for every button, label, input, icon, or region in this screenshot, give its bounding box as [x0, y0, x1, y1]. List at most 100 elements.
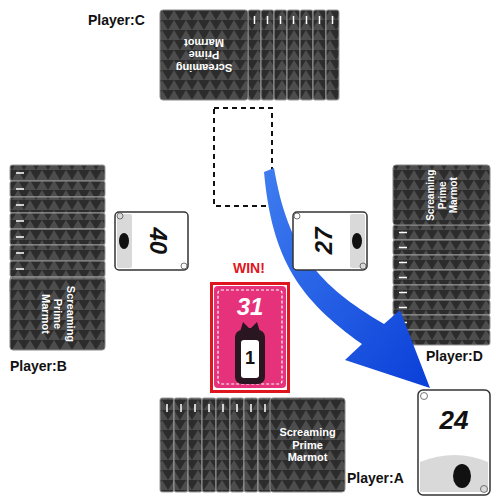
- text-holder: 40: [122, 212, 195, 270]
- played-card: [115, 212, 188, 270]
- played-card: 40: [115, 212, 188, 270]
- card-mark: [16, 252, 24, 254]
- card-edge: [393, 285, 490, 300]
- card-back-logo: Screaming Prime Marmot: [173, 36, 235, 74]
- card-edge: [10, 261, 105, 277]
- card-mark: [166, 404, 168, 412]
- card-edge: [313, 10, 326, 100]
- card-mark: [332, 16, 334, 24]
- card-mark: [208, 404, 210, 412]
- winning-card: WIN!311: [210, 282, 290, 393]
- card-mark: [16, 236, 24, 238]
- player-label: Player:B: [10, 358, 67, 374]
- card-edge: [10, 245, 105, 261]
- text-holder: Screaming Prime Marmot: [160, 10, 248, 100]
- card-edge: [248, 10, 261, 100]
- card-mark: [194, 404, 196, 412]
- card-mark: [16, 188, 24, 190]
- text-holder: Player:B: [10, 358, 67, 374]
- card-number: 31: [213, 293, 287, 321]
- card-mark: [306, 16, 308, 24]
- card-back-logo: Screaming Prime Marmot: [277, 426, 339, 464]
- player-b-hand: Screaming Prime MarmotPlayer:B: [10, 278, 105, 350]
- card-mark: [16, 172, 24, 174]
- card-edge: [10, 165, 105, 181]
- player-label: Player:D: [426, 348, 483, 364]
- card-edge: [216, 398, 230, 492]
- card-number: 27: [309, 228, 337, 255]
- card-mark: [293, 16, 295, 24]
- win-label: WIN!: [233, 260, 265, 276]
- text-holder: Screaming Prime Marmot: [393, 165, 490, 225]
- card-edge: [10, 213, 105, 229]
- card-edge: [393, 300, 490, 315]
- card-edge: [287, 10, 300, 100]
- card-mark: [399, 277, 407, 279]
- player-label: Player:C: [88, 12, 145, 28]
- card-edge: [230, 398, 244, 492]
- card-number: 24: [415, 406, 493, 436]
- card-mark: [236, 404, 238, 412]
- card-mark: [399, 247, 407, 249]
- card-edge: [274, 10, 287, 100]
- card-back: [270, 398, 345, 492]
- drawn-card: 24: [415, 390, 493, 495]
- card-mark: [222, 404, 224, 412]
- card-rank: 1: [213, 348, 287, 369]
- card-edge: [174, 398, 188, 492]
- player-c-hand: Player:CScreaming Prime Marmot: [160, 10, 248, 100]
- card-edge: [261, 10, 274, 100]
- card-mark: [319, 16, 321, 24]
- card-mark: [280, 16, 282, 24]
- text-holder: 24: [415, 406, 493, 436]
- card-edge: [300, 10, 313, 100]
- text-holder: Screaming Prime Marmot: [270, 398, 345, 492]
- card-edge: [393, 240, 490, 255]
- text-holder: Player:A: [347, 470, 404, 486]
- card-edge: [188, 398, 202, 492]
- card-mark: [399, 232, 407, 234]
- card-edge: [393, 315, 490, 330]
- card-edge: [202, 398, 216, 492]
- card-mark: [254, 16, 256, 24]
- card-mark: [250, 404, 252, 412]
- winning-card: [214, 286, 286, 388]
- text-holder: Player:C: [88, 12, 145, 28]
- player-d-hand: Screaming Prime MarmotPlayer:D: [393, 165, 490, 225]
- text-holder: 27: [286, 212, 360, 270]
- card-back: [160, 10, 248, 100]
- card-mark: [399, 307, 407, 309]
- card-mark: [16, 220, 24, 222]
- card-edge: [10, 229, 105, 245]
- text-holder: Screaming Prime Marmot: [10, 278, 105, 350]
- card-mark: [16, 268, 24, 270]
- played-card: 27: [293, 212, 367, 270]
- card-mark: [264, 404, 266, 412]
- card-edge: [160, 398, 174, 492]
- text-holder: Player:D: [426, 348, 483, 364]
- text-holder: 31: [213, 293, 287, 321]
- empty-slot: [214, 108, 272, 206]
- played-card: [293, 212, 367, 270]
- text-holder: 1: [213, 348, 287, 369]
- card-back-logo: Screaming Prime Marmot: [424, 168, 459, 222]
- card-mark: [16, 204, 24, 206]
- player-label: Player:A: [347, 470, 404, 486]
- card-edge: [393, 270, 490, 285]
- card-edge: [10, 197, 105, 213]
- card-mark: [399, 262, 407, 264]
- card-edge: [393, 225, 490, 240]
- text-holder: WIN!: [233, 260, 265, 276]
- card-mark: [267, 16, 269, 24]
- card-mark: [180, 404, 182, 412]
- player-a-hand: Screaming Prime MarmotPlayer:A: [270, 398, 345, 492]
- card-edge: [326, 10, 339, 100]
- card-back: [10, 278, 105, 350]
- card-mark: [399, 292, 407, 294]
- card-edge: [393, 255, 490, 270]
- card-edge: [10, 181, 105, 197]
- card-number: 40: [145, 228, 173, 255]
- card-edge: [244, 398, 258, 492]
